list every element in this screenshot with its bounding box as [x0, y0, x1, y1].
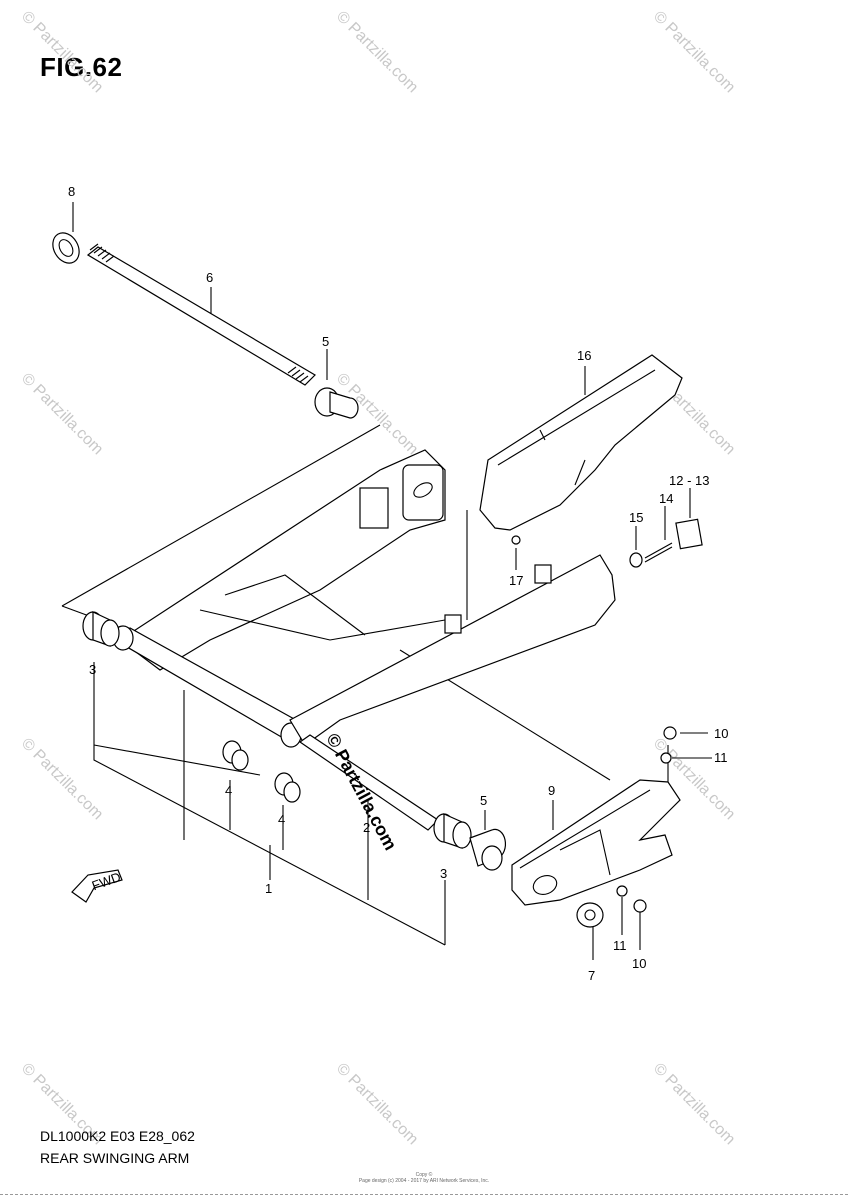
chain-guide-bracket [511, 779, 681, 906]
callout-label: 16 [577, 348, 591, 363]
callout-label: 11 [714, 750, 728, 765]
callout-label: 3 [440, 866, 447, 881]
axle-nut [52, 232, 80, 264]
swingarm [112, 449, 616, 748]
figure-code: DL1000K2 E03 E28_062 [40, 1128, 195, 1144]
callout-label: 12 - 13 [669, 473, 709, 488]
callout-label: 7 [588, 968, 595, 983]
bottom-divider [0, 1194, 848, 1195]
forward-label: FWD [90, 869, 123, 893]
pivot-shaft [86, 243, 316, 386]
callout-label: 5 [480, 793, 487, 808]
callout-label: 10 [714, 726, 728, 741]
callout-label: 6 [206, 270, 213, 285]
bolt-washer-set [616, 726, 677, 913]
bearing-left [82, 611, 120, 647]
nut-7 [576, 902, 604, 928]
callout-label: 2 [363, 820, 370, 835]
callout-label: 14 [659, 491, 673, 506]
bearing-right [433, 813, 472, 849]
callout-label: 4 [225, 783, 232, 798]
callout-label: 15 [629, 510, 643, 525]
leader-lines [61, 202, 712, 960]
fine-print-line: Page design (c) 2004 - 2017 by ARI Netwo… [358, 1178, 490, 1184]
callout-label: 3 [89, 662, 96, 677]
bushing-4a [222, 740, 249, 771]
callout-label: 17 [509, 573, 523, 588]
bushing-upper [314, 387, 359, 419]
forward-arrow-icon: FWD [71, 869, 123, 903]
callout-label: 4 [278, 812, 285, 827]
callout-label: 1 [265, 881, 272, 896]
fine-print: Copy © Page design (c) 2004 - 2017 by AR… [0, 1172, 848, 1184]
clip-bolt-washer [511, 518, 703, 568]
callout-label: 11 [613, 938, 627, 953]
chain-cover [479, 354, 683, 531]
callout-label: 5 [322, 334, 329, 349]
callout-label: 8 [68, 184, 75, 199]
figure-name: REAR SWINGING ARM [40, 1150, 190, 1166]
fine-print-line: Copy © [415, 1172, 433, 1178]
bushing-4b [274, 772, 301, 803]
callout-labels: 8 6 5 16 12 - 13 14 15 17 3 4 4 2 1 5 3 … [68, 184, 728, 983]
callout-label: 10 [632, 956, 646, 971]
figure-title: FIG.62 [40, 52, 123, 82]
callout-label: 9 [548, 783, 555, 798]
bushing-lower [469, 828, 507, 871]
